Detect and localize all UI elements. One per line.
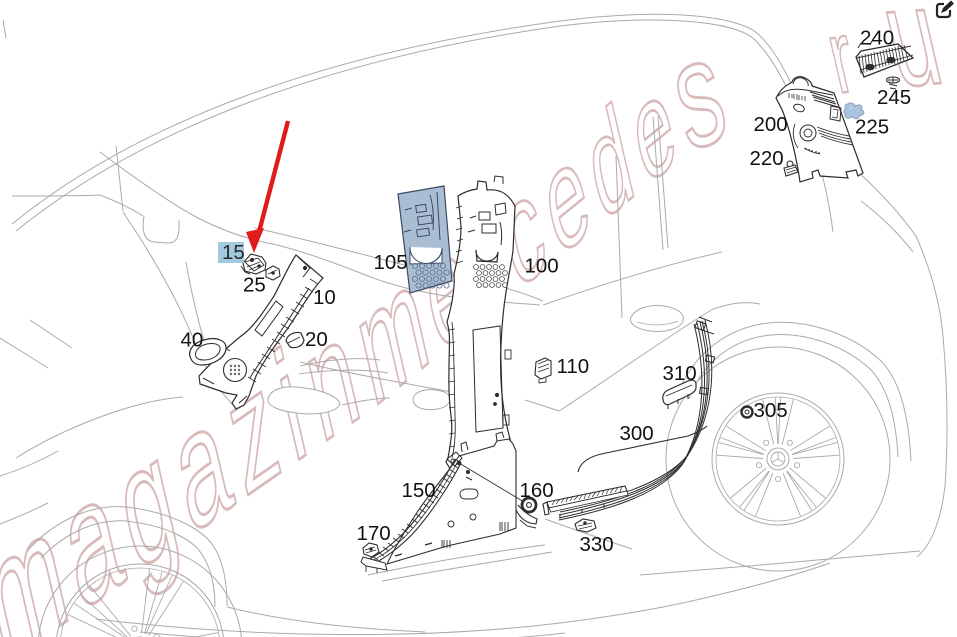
svg-text:300: 300 [620,422,654,445]
svg-text:10: 10 [313,286,336,309]
svg-text:200: 200 [754,113,788,136]
svg-text:225: 225 [855,116,889,139]
svg-text:245: 245 [877,86,911,109]
svg-text:330: 330 [580,533,614,556]
svg-text:220: 220 [750,147,784,170]
svg-text:240: 240 [860,27,894,50]
svg-text:110: 110 [557,355,590,378]
svg-text:310: 310 [663,362,697,385]
svg-text:20: 20 [305,328,328,351]
svg-text:305: 305 [754,399,788,422]
svg-text:15: 15 [222,241,245,264]
svg-text:170: 170 [357,522,391,545]
svg-text:40: 40 [181,329,204,352]
svg-text:25: 25 [243,274,266,297]
svg-text:105: 105 [374,251,408,274]
svg-text:100: 100 [525,255,559,278]
svg-text:150: 150 [402,479,436,502]
svg-text:160: 160 [520,479,554,502]
